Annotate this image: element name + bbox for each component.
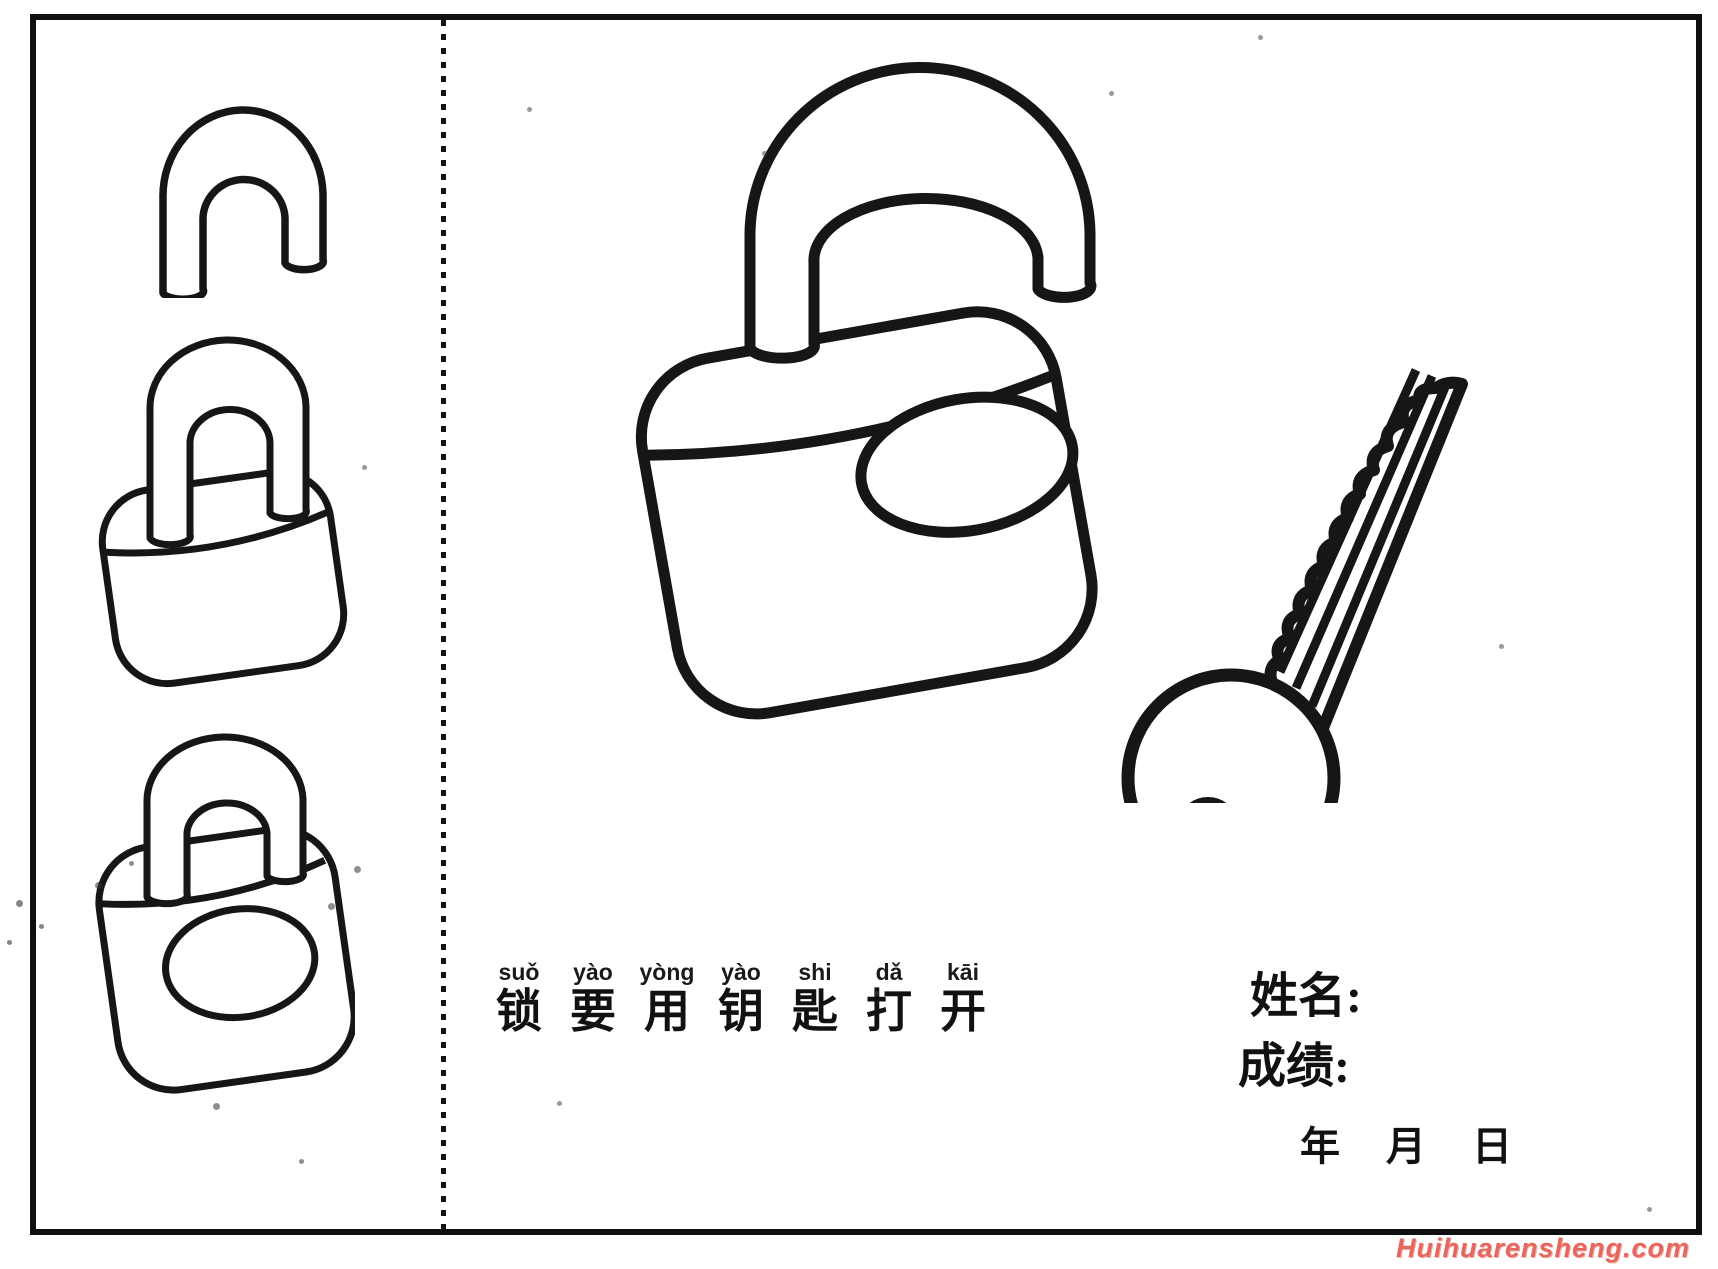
caption-sentence: suǒ 锁 yào 要 yòng 用 yào 钥 shi 匙 dǎ 打 kāi … [482,958,1000,1038]
padlock-drawing [635,62,1098,720]
column-divider-dotted-line [441,20,446,1229]
key-bow [1121,668,1341,803]
pinyin-syllable: shi [798,959,832,985]
pinyin-syllable: kāi [947,959,979,985]
caption-word: suǒ 锁 [482,958,556,1038]
step-2-padlock-drawing [98,336,348,688]
caption-word: kāi 开 [926,958,1000,1038]
caption-word: yào 要 [556,958,630,1038]
name-label: 姓名: [1250,970,1362,1023]
pinyin-syllable: yào [721,959,761,985]
page-border-frame [30,14,1702,1235]
scan-speckles [0,0,3,3]
step-1-shackle-drawing [159,106,327,298]
caption-word: dǎ 打 [852,958,926,1038]
hanzi-character: 要 [570,986,616,1037]
caption-word: shi 匙 [778,958,852,1038]
key-blade-grooves [1275,368,1453,708]
caption-word: yào 钥 [704,958,778,1038]
hanzi-character: 钥 [718,986,764,1037]
pinyin-syllable: dǎ [875,959,903,985]
hanzi-character: 开 [940,986,986,1037]
hanzi-character: 打 [866,986,912,1037]
key-drawing [1121,368,1468,803]
pinyin-syllable: yào [573,959,613,985]
pinyin-syllable: suǒ [498,959,540,985]
hanzi-character: 匙 [792,986,838,1037]
hanzi-character: 用 [644,986,690,1037]
caption-word: yòng 用 [630,958,704,1038]
hanzi-character: 锁 [496,986,542,1037]
pinyin-syllable: yòng [639,959,695,985]
date-label: 年 月 日 [1300,1124,1512,1169]
watermark: Huihuarensheng.com [1396,1233,1691,1263]
step-3-padlock-drawing [95,733,355,1094]
score-label: 成绩: [1238,1040,1350,1093]
